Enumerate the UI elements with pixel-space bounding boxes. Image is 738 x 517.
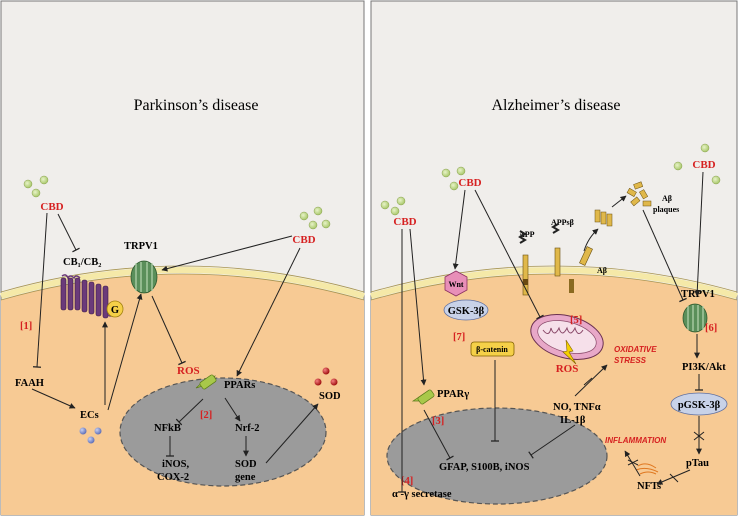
oxidative-stress-label-2: STRESS [614, 356, 647, 365]
nft-tangle-icon [635, 463, 659, 475]
nfts-label: NFTs [637, 481, 661, 492]
secretase-label: α -γ secretase [392, 489, 452, 500]
trpv1-label-left: TRPV1 [124, 241, 158, 252]
abeta-fragment-icon [579, 246, 593, 266]
cbd-label-left-1: CBD [40, 201, 63, 213]
ppars-receptor-icon [195, 374, 217, 390]
cox2-label: COX-2 [157, 472, 189, 483]
appsb-fragment-icon [551, 223, 561, 277]
appsb-label: APPsβ [551, 218, 574, 227]
mitochondrion-icon [530, 314, 604, 360]
ref-5: [5] [570, 315, 582, 326]
ecs-molecules [79, 427, 102, 444]
cbd-vesicles-right-panel [380, 143, 721, 216]
app-label: APP [519, 230, 535, 239]
left-title: Parkinson’s disease [134, 97, 259, 114]
cbd-label-right-3: CBD [692, 159, 715, 171]
ros-label-right: ROS [556, 363, 579, 375]
ref-4: [4] [401, 476, 413, 487]
ref-1: [1] [20, 321, 32, 332]
nrf2-label: Nrf-2 [235, 423, 260, 434]
g-protein-label: G [111, 305, 119, 316]
left-panel: Parkinson’s disease CBD CBD CB₁/CB₂ [0, 0, 365, 516]
cbd-label-right-1: CBD [393, 216, 416, 228]
oxidative-stress-label-1: OXIDATIVE [614, 345, 657, 354]
sod-gene-label-1: SOD [235, 459, 257, 470]
cbd-vesicles-left [23, 175, 49, 198]
gfap-label: GFAP, S100B, iNOS [439, 462, 530, 473]
right-panel: Alzheimer’s disease CBD CBD CBD APP APPs… [370, 0, 738, 516]
right-nucleus [386, 407, 608, 505]
trpv1-channel-icon-left [130, 260, 158, 294]
wnt-icon [444, 270, 468, 297]
ref-3: [3] [432, 416, 444, 427]
abeta-plaques-label-1: Aβ [662, 194, 672, 203]
app-protein-icon [518, 230, 529, 296]
g-protein-icon [106, 300, 124, 318]
ros-label-left: ROS [177, 365, 200, 377]
gsk3b-label: GSK-3β [448, 306, 485, 317]
ppars-label: PPARs [224, 380, 255, 391]
abeta-label: Aβ [597, 266, 607, 275]
right-title: Alzheimer’s disease [492, 97, 621, 114]
inflammation-label: INFLAMMATION [605, 436, 666, 445]
inos-label: iNOS, [162, 459, 190, 470]
pparg-label: PPARγ [437, 389, 469, 400]
pparg-receptor-icon [411, 389, 435, 405]
left-membrane [0, 267, 365, 299]
nfkb-label: NFkB [154, 423, 181, 434]
cbd-label-left-2: CBD [292, 234, 315, 246]
gsk3b-icon [443, 299, 489, 321]
ref-2: [2] [200, 410, 212, 421]
abeta-oligomer-icon [594, 209, 613, 227]
abeta-plaque-icon [626, 181, 652, 207]
right-connectors [398, 171, 705, 493]
pgsk3b-label: pGSK-3β [678, 400, 721, 411]
beta-catenin-label: β-catenin [476, 345, 508, 354]
ptau-label: pTau [686, 458, 709, 469]
ref-6: [6] [705, 323, 717, 334]
right-membrane [370, 267, 738, 299]
cb-receptor-label: CB₁/CB₂ [63, 257, 101, 268]
sod-label: SOD [319, 391, 341, 402]
beta-catenin-icon [470, 341, 515, 357]
trpv1-label-right: TRPV1 [681, 289, 715, 300]
ecs-label: ECs [80, 410, 99, 421]
sod-molecules [314, 367, 338, 386]
membrane-stub [569, 279, 574, 293]
faah-label: FAAH [15, 378, 44, 389]
cbd-vesicles-right [299, 206, 331, 230]
lightning-icon [562, 339, 577, 365]
ref-7: [7] [453, 332, 465, 343]
cbd-label-right-2: CBD [458, 177, 481, 189]
sod-gene-label-2: gene [235, 472, 256, 483]
no-tnf-label: NO, TNFα [553, 402, 601, 413]
trpv1-channel-icon-right [682, 303, 708, 333]
il1b-label: IL-1β [560, 415, 586, 426]
pgsk3b-icon [670, 392, 728, 416]
left-nucleus [119, 377, 327, 487]
abeta-plaques-label-2: plaques [653, 205, 679, 214]
pi3k-label: PI3K/Akt [682, 362, 726, 373]
wnt-label: Wnt [448, 280, 463, 289]
left-connectors [31, 212, 319, 464]
